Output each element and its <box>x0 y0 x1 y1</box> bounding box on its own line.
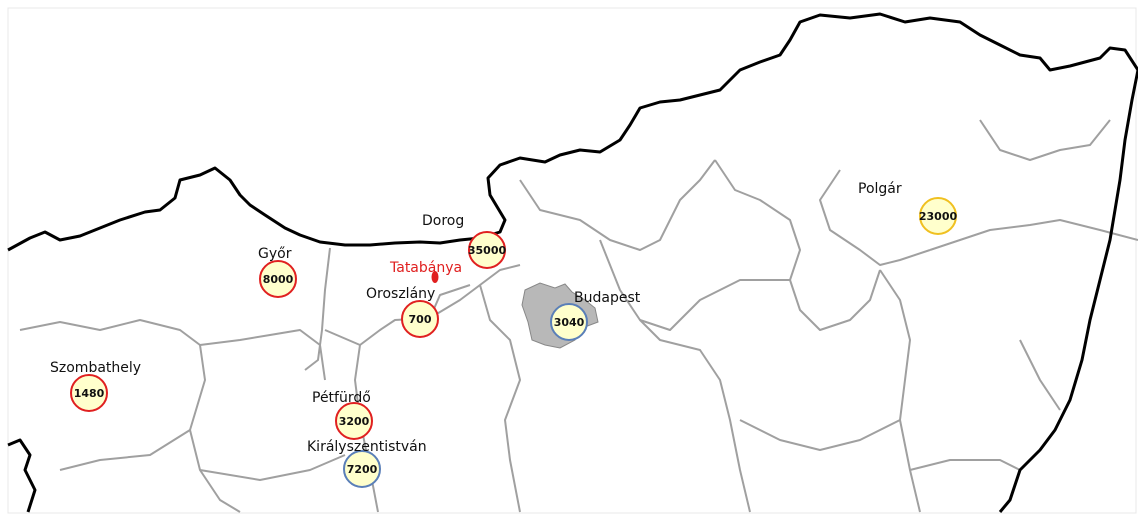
city-label-szombathely: Szombathely <box>50 360 141 376</box>
marker-value-polgar: 23000 <box>919 210 958 223</box>
marker-value-kiralyszentistvan: 7200 <box>347 463 378 476</box>
marker-oroszlany[interactable]: 700 Oroszlány <box>366 286 439 338</box>
city-label-budapest: Budapest <box>574 290 641 306</box>
city-label-polgar: Polgár <box>858 181 902 197</box>
city-label-gyor: Győr <box>258 246 292 262</box>
marker-value-dorog: 35000 <box>468 244 507 257</box>
marker-kiralyszentistvan[interactable]: 7200 Királyszentistván <box>307 439 427 488</box>
county-border <box>519 159 716 251</box>
map-frame-border <box>7 7 1137 514</box>
marker-budapest[interactable]: 3040 Budapest <box>550 290 641 341</box>
national-border-west <box>7 438 37 513</box>
marker-gyor[interactable]: 8000 Győr <box>258 246 297 298</box>
county-border <box>479 284 521 513</box>
marker-value-budapest: 3040 <box>554 316 585 329</box>
marker-value-szombathely: 1480 <box>74 387 105 400</box>
marker-petfurdo[interactable]: 3200 Pétfürdő <box>312 390 373 440</box>
marker-value-petfurdo: 3200 <box>339 415 370 428</box>
marker-value-oroszlany: 700 <box>409 313 432 326</box>
county-border <box>199 454 346 481</box>
marker-circle <box>259 260 297 298</box>
county-border <box>739 419 901 451</box>
city-label-petfurdo: Pétfürdő <box>312 390 371 406</box>
city-label-dorog: Dorog <box>422 213 464 229</box>
county-border <box>59 429 191 471</box>
county-border <box>929 219 1138 251</box>
national-border-east <box>998 69 1138 513</box>
national-border-north <box>7 12 1138 252</box>
tatabanya-dot <box>431 271 439 283</box>
marker-value-gyor: 8000 <box>263 273 294 286</box>
city-label-tatabanya: Tatabánya <box>389 260 462 276</box>
marker-circle <box>335 402 373 440</box>
marker-circle <box>70 374 108 412</box>
county-border <box>304 247 331 371</box>
city-markers: 8000 Győr 35000 Dorog Tatabánya 700 Oros… <box>50 181 958 488</box>
county-border <box>909 459 1021 471</box>
marker-circle <box>343 450 381 488</box>
marker-circle <box>919 197 957 235</box>
county-border <box>599 239 751 513</box>
marker-dorog[interactable]: 35000 Dorog <box>422 213 507 269</box>
city-label-kiralyszentistvan: Királyszentistván <box>307 439 427 455</box>
county-border <box>1019 339 1061 411</box>
marker-circle <box>401 300 439 338</box>
county-border <box>189 344 241 513</box>
marker-polgar[interactable]: 23000 Polgár <box>858 181 958 235</box>
county-border <box>819 169 931 266</box>
marker-szombathely[interactable]: 1480 Szombathely <box>50 360 141 412</box>
county-border <box>979 119 1111 161</box>
marker-circle <box>550 303 588 341</box>
county-border <box>639 279 790 331</box>
marker-tatabanya[interactable]: Tatabánya <box>389 260 462 283</box>
marker-circle <box>468 231 506 269</box>
city-label-oroszlany: Oroszlány <box>366 286 435 302</box>
